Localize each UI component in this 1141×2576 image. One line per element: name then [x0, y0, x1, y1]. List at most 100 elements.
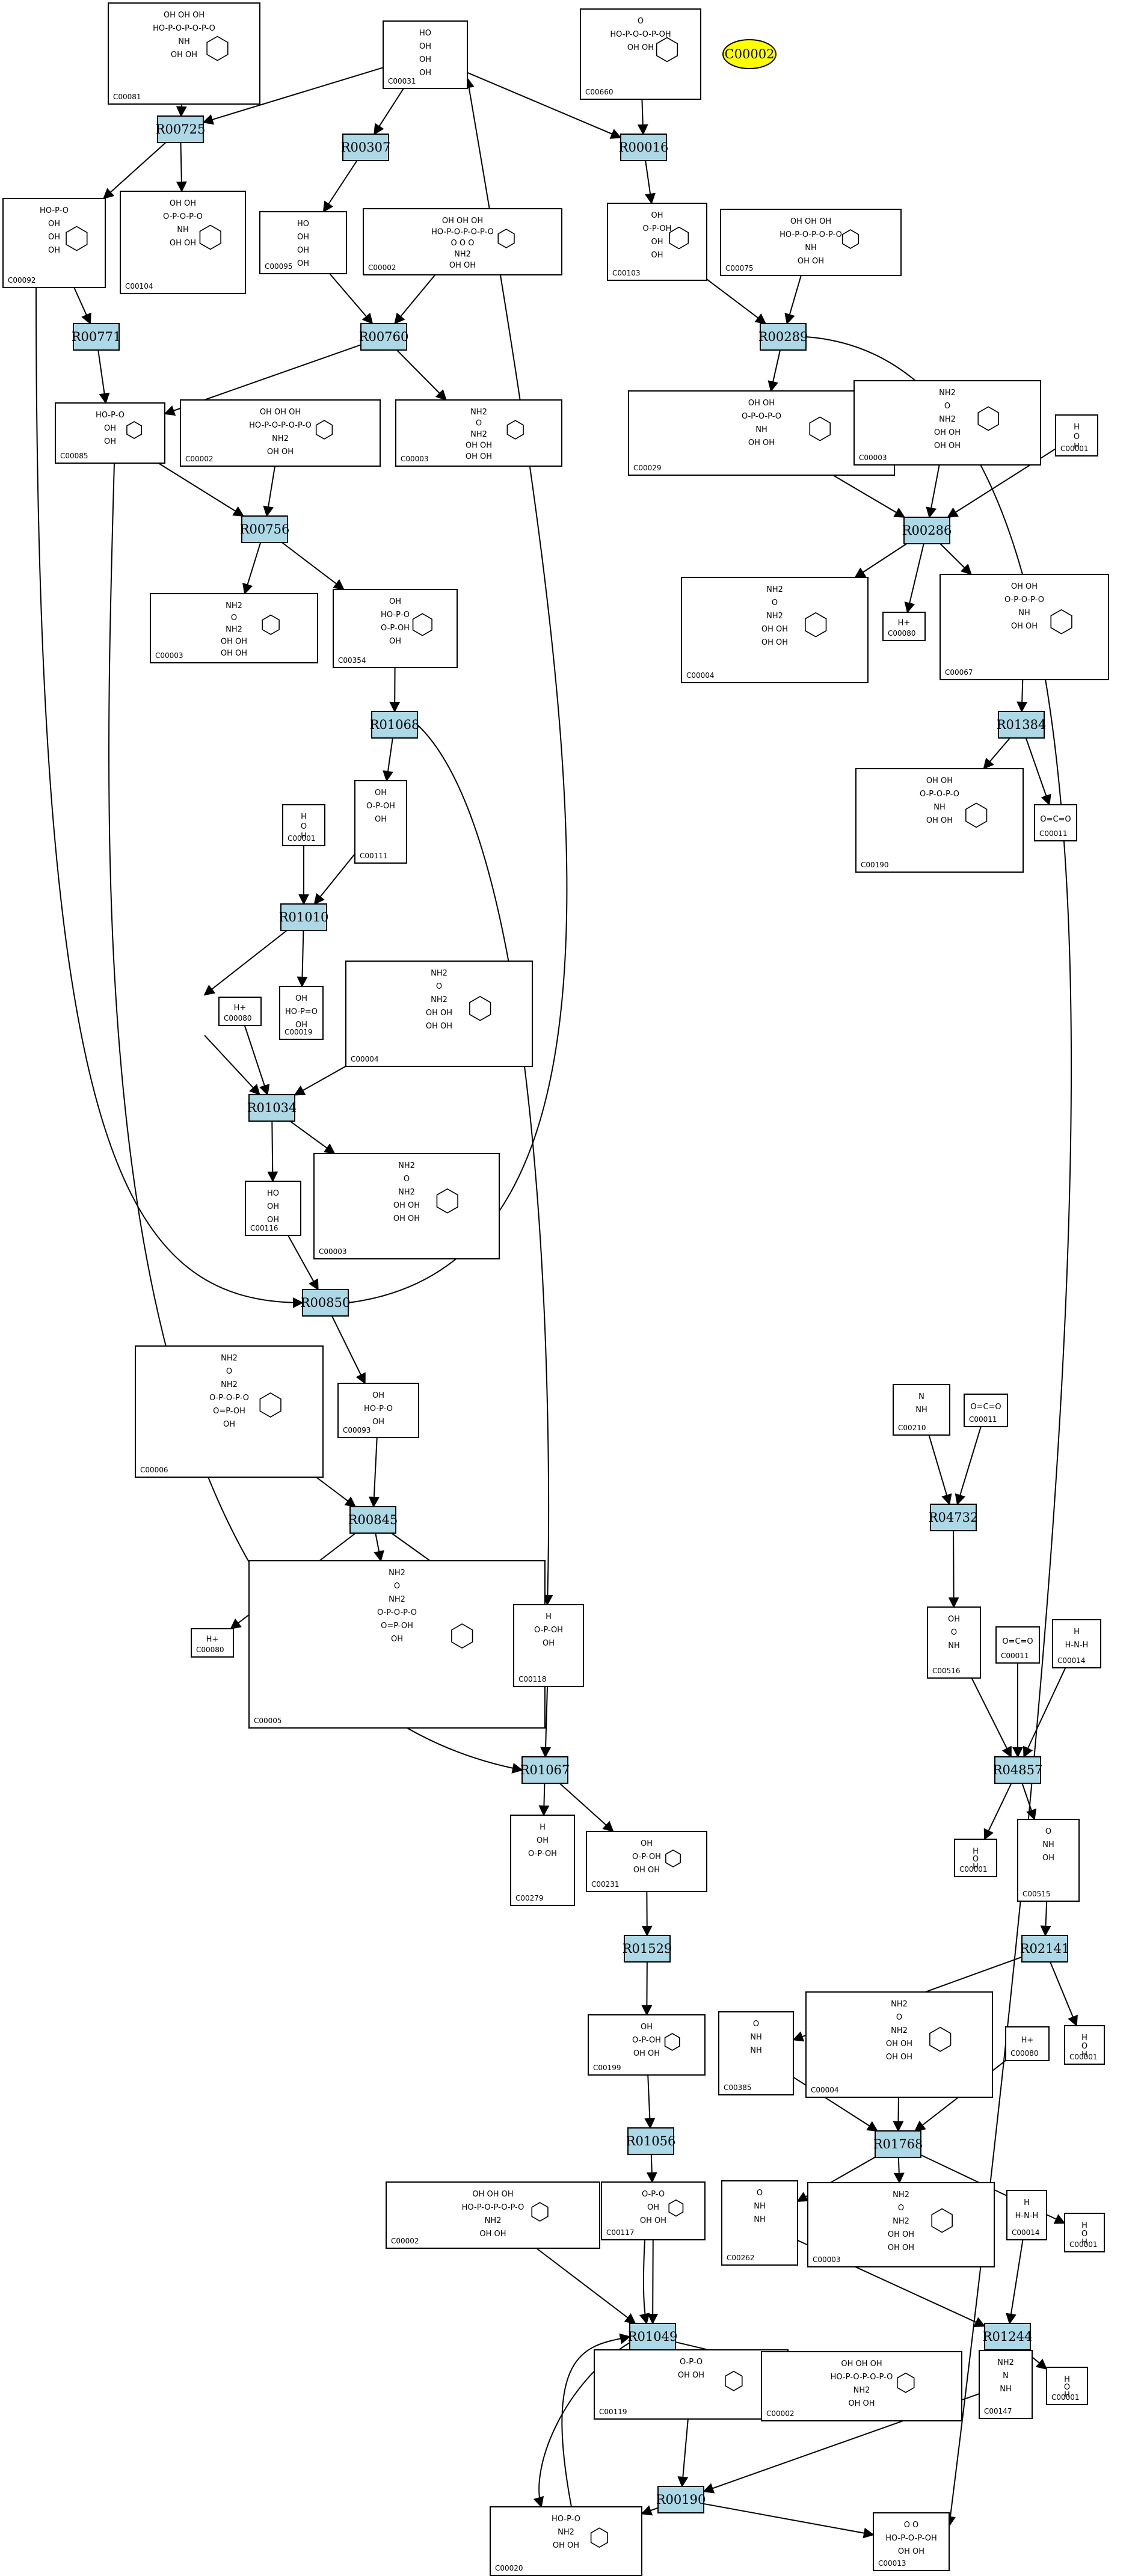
reaction-node-r01768[interactable]: R01768 — [873, 2130, 923, 2158]
compound-id-label: C00111 — [360, 852, 388, 860]
structure-text: OH OH — [888, 2230, 914, 2239]
compound-box — [180, 399, 381, 467]
reaction-node-r00760[interactable]: R00760 — [359, 323, 409, 351]
reaction-box[interactable] — [620, 134, 667, 161]
compound-box — [807, 2182, 995, 2267]
reaction-node-r01056[interactable]: R01056 — [626, 2127, 676, 2155]
compound-id-label: C00020 — [495, 2564, 523, 2572]
reaction-box[interactable] — [280, 903, 327, 931]
structure-text: NH2 — [893, 2190, 909, 2199]
reaction-box[interactable] — [984, 2323, 1031, 2350]
reaction-box[interactable] — [998, 711, 1045, 739]
structure-text: O — [896, 2013, 902, 2022]
reaction-node-r04732[interactable]: R04732 — [929, 1504, 979, 1531]
structure-text: NH2 — [891, 2026, 908, 2035]
structure-text: HO-P-O-P-O-P-O — [780, 230, 842, 239]
structure-text: H — [1081, 2221, 1087, 2230]
structure-text: OH — [641, 2023, 653, 2032]
reaction-node-r01010[interactable]: R01010 — [279, 903, 329, 931]
reaction-node-r00725[interactable]: R00725 — [156, 115, 206, 143]
edge — [467, 72, 622, 139]
compound-id-label: C00080 — [888, 629, 916, 638]
reaction-node-r01244[interactable]: R01244 — [983, 2323, 1033, 2350]
reaction-box[interactable] — [371, 711, 418, 739]
compound-id-label: C00279 — [515, 1894, 544, 1902]
reaction-box[interactable] — [157, 115, 204, 143]
reaction-node-r01049[interactable]: R01049 — [628, 2323, 678, 2350]
compound-box — [279, 986, 324, 1040]
compound-box — [927, 1606, 981, 1679]
compound-id-label: C00001 — [959, 1865, 988, 1874]
structure-text: OH OH — [633, 2049, 660, 2058]
reaction-box[interactable] — [302, 1289, 349, 1317]
structure-text: OH — [372, 1391, 384, 1400]
reaction-node-r01067[interactable]: R01067 — [520, 1756, 570, 1784]
edge — [1023, 1667, 1066, 1758]
reaction-box[interactable] — [360, 323, 407, 351]
reaction-box[interactable] — [248, 1094, 295, 1122]
compound-box — [882, 612, 926, 641]
reaction-node-r01034[interactable]: R01034 — [247, 1094, 297, 1122]
structure-text: OH — [267, 1216, 279, 1225]
structure-text: NH — [948, 1641, 960, 1650]
reaction-box[interactable] — [629, 2323, 676, 2350]
reaction-box[interactable] — [657, 2486, 704, 2513]
reaction-node-r02141[interactable]: R02141 — [1020, 1935, 1070, 1963]
compound-id-label: C00080 — [1010, 2049, 1039, 2058]
edge — [396, 349, 447, 401]
reaction-label: R02141 — [1020, 1941, 1070, 1956]
structure-text: O — [226, 1367, 232, 1376]
reaction-box[interactable] — [627, 2127, 674, 2155]
reaction-box[interactable] — [760, 323, 807, 351]
reaction-box[interactable] — [342, 134, 389, 161]
reaction-node-r04857[interactable]: R04857 — [993, 1756, 1043, 1784]
reaction-node-r01384[interactable]: R01384 — [997, 711, 1047, 739]
reaction-box[interactable] — [521, 1756, 568, 1784]
reaction-node-r00286[interactable]: R00286 — [902, 517, 952, 544]
reaction-box[interactable] — [875, 2130, 921, 2158]
structure-text: NH — [754, 2215, 766, 2224]
compound-box — [363, 208, 562, 275]
reaction-node-r00016[interactable]: R00016 — [619, 134, 669, 161]
ring-glyph — [412, 613, 432, 636]
reaction-node-r01529[interactable]: R01529 — [623, 1935, 672, 1963]
compound-id-label: C00199 — [593, 2064, 621, 2072]
reaction-box[interactable] — [73, 323, 120, 351]
reaction-box[interactable] — [241, 515, 288, 543]
structure-text: HO-P-O-P-O-P-O — [431, 228, 494, 237]
reaction-box[interactable] — [930, 1504, 977, 1531]
structure-text: O=C=O — [970, 1403, 1001, 1412]
reaction-node-r01068[interactable]: R01068 — [370, 711, 420, 739]
reaction-node-r00845[interactable]: R00845 — [348, 1506, 398, 1534]
reaction-box[interactable] — [903, 517, 950, 544]
edge — [244, 1025, 270, 1096]
reaction-node-r00190[interactable]: R00190 — [656, 2486, 706, 2513]
reaction-box[interactable] — [994, 1756, 1041, 1784]
structure-text: OH — [651, 211, 663, 220]
reaction-node-r00850[interactable]: R00850 — [301, 1289, 351, 1317]
edge — [983, 1783, 1012, 1840]
structure-text: HO-P-O — [552, 2515, 580, 2524]
reaction-box[interactable] — [624, 1935, 671, 1963]
reaction-label: R01529 — [623, 1941, 672, 1956]
reaction-box[interactable] — [349, 1506, 396, 1534]
structure-text: OH OH — [640, 2216, 666, 2225]
reaction-box[interactable] — [1021, 1935, 1068, 1963]
reaction-label: R01049 — [628, 2329, 678, 2344]
edge — [536, 2248, 636, 2325]
reaction-node-r00307[interactable]: R00307 — [341, 134, 391, 161]
reaction-node-r00756[interactable]: R00756 — [240, 515, 290, 543]
compound-id-label: C00005 — [254, 1717, 282, 1725]
reaction-node-r00771[interactable]: R00771 — [72, 323, 121, 351]
reaction-node-r00289[interactable]: R00289 — [758, 323, 808, 351]
compound-box — [873, 2512, 950, 2571]
structure-text: H+ — [898, 619, 911, 628]
